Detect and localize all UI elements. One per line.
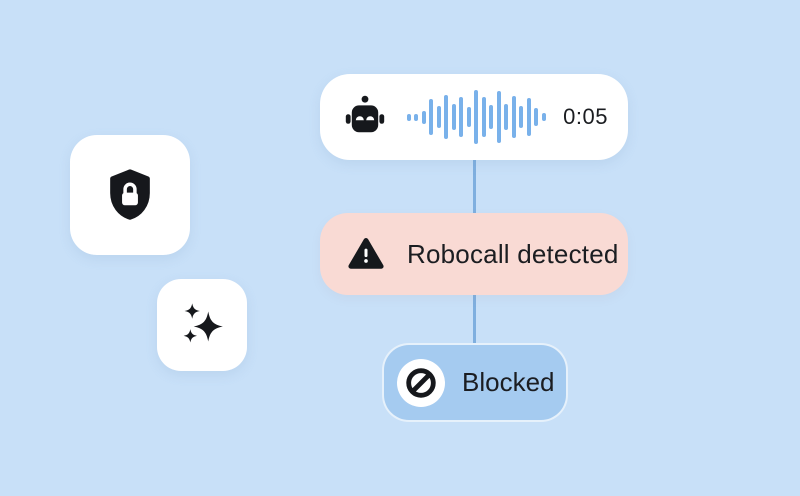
connector-line-bottom [473, 294, 476, 344]
waveform-bar [474, 90, 479, 144]
blocked-card: Blocked [382, 343, 568, 422]
waveform-bar [481, 97, 486, 137]
robocall-alert-card: Robocall detected [320, 213, 628, 295]
waveform-bar [526, 98, 531, 136]
robot-icon [341, 93, 389, 141]
waveform-bar [489, 105, 494, 129]
waveform-bar [534, 108, 539, 126]
waveform-bar [436, 106, 441, 128]
waveform-bar [414, 113, 419, 121]
block-icon [403, 365, 439, 401]
waveform [397, 74, 555, 160]
robocall-alert-label: Robocall detected [407, 238, 619, 269]
waveform-bar [504, 104, 509, 130]
shield-badge-card [70, 135, 190, 255]
shield-lock-icon [102, 167, 158, 223]
sparkles-icon [177, 300, 227, 350]
blocked-label: Blocked [462, 367, 555, 397]
duration-label: 0:05 [563, 104, 608, 129]
block-icon-circle [397, 358, 445, 407]
waveform-bar [496, 91, 501, 143]
waveform-bar [466, 107, 471, 127]
waveform-bar [429, 99, 434, 135]
waveform-bar [421, 110, 426, 124]
voice-message-card: 0:05 [320, 74, 628, 160]
waveform-bar [541, 113, 546, 121]
sparkle-badge-card [157, 279, 247, 371]
waveform-bar [451, 104, 456, 130]
waveform-bar [406, 113, 411, 121]
waveform-bar [444, 95, 449, 139]
warning-triangle-icon [347, 235, 385, 273]
waveform-bar [459, 97, 464, 137]
waveform-bar [511, 96, 516, 138]
waveform-bar [519, 106, 524, 128]
connector-line-top [473, 159, 476, 214]
